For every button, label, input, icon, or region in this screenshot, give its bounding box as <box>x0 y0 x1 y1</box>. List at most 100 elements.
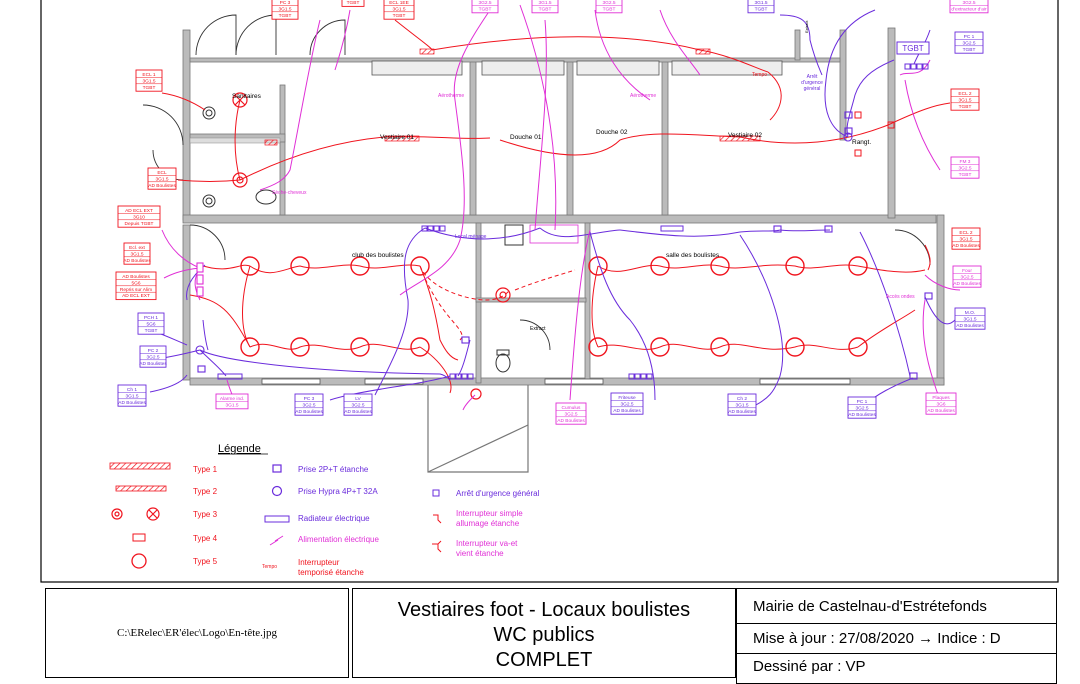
annexe <box>427 385 529 473</box>
circuit-tag-line: AD ECL EXT <box>125 208 153 214</box>
circuit-tag-line: 3G2.5 <box>146 354 159 360</box>
circuit-tag-line: 3G1.5 <box>155 176 168 182</box>
circuit-tag-line: 3G2.5 <box>958 165 971 171</box>
arret-urgence-2: d'urgence <box>801 80 823 86</box>
circuit-tag-line: 3G2.5 <box>962 40 975 46</box>
type5-light <box>710 256 730 276</box>
circuit-tag: M.O.3G1.5AD Boulistes <box>954 307 986 330</box>
tgbt-label: TGBT <box>902 44 923 53</box>
type5-light <box>650 256 670 276</box>
type1-light <box>384 135 420 142</box>
logo-path: C:\ERelec\ER'élec\Logo\En-tête.jpg <box>117 627 277 639</box>
circuit-tag-line: AD Boulistes <box>952 243 980 249</box>
circuit-tag-line: AD Boulistes <box>848 412 876 418</box>
type5-light <box>290 256 310 276</box>
type5-light <box>588 256 608 276</box>
circuit-tag-line: AD Boulistes <box>557 418 585 424</box>
socket-icon <box>844 127 853 135</box>
ad-panel-cell <box>196 286 204 297</box>
type5-light <box>588 337 608 357</box>
circuit-tag-line: 3G1.5 <box>225 402 238 408</box>
circuit-tag-line: ECL <box>157 170 167 176</box>
project-title: Vestiaires foot - Locaux boulistes WC pu… <box>352 588 736 678</box>
circuit-tag-line: FM 3 <box>960 159 971 165</box>
room-sanitaires: Sanitaires <box>232 93 262 100</box>
hypra-icon <box>195 345 205 355</box>
extract-label: Extract <box>530 326 546 332</box>
type5-lights <box>240 256 868 357</box>
circuit-tag-line: TGBT <box>755 6 768 12</box>
type5-light <box>785 256 805 276</box>
room-acces: Accès ondes <box>886 294 915 300</box>
legend-type4: Type 4 <box>193 534 218 543</box>
sheet-frame <box>40 0 1059 583</box>
circuit-tag-line: PC 3 <box>280 0 291 6</box>
legend-type5: Type 5 <box>193 557 218 566</box>
legend-item-switch-1: Interrupteur <box>298 558 340 567</box>
type5-light <box>650 337 670 357</box>
logo-placeholder: C:\ERelec\ER'élec\Logo\En-tête.jpg <box>45 588 349 678</box>
aerotherme-label-2: Aérotherme <box>630 93 656 99</box>
circuit-tag-line: 3G1.5 <box>959 236 972 242</box>
legend-type1-symbol <box>109 462 171 470</box>
circuit-tag-line: PC 1 <box>964 34 975 40</box>
circuit-tag-line: 5G6 <box>131 280 140 286</box>
circuit-tag-line: 5G6 <box>146 321 155 327</box>
circuit-tag-line: TGBT <box>347 0 360 6</box>
local-menage-box <box>529 224 579 244</box>
circuit-tag-line: Ch 1 <box>127 387 137 393</box>
tgbt-panel <box>896 41 930 55</box>
dashed-circuit <box>419 265 511 341</box>
legend-feed-symbol <box>269 535 284 546</box>
circuit-tag-line: 3G6 <box>936 401 945 407</box>
circuit-tag-line: ECL 2 <box>959 230 972 236</box>
legend-item-hypra: Prise Hypra 4P+T 32A <box>298 487 378 496</box>
sanitary-fixtures <box>202 106 524 373</box>
socket-group <box>904 63 929 70</box>
type1-light <box>695 48 711 55</box>
legend-switch-symbol <box>433 514 442 524</box>
circuit-tag-line: 3G1.5 <box>125 393 138 399</box>
legend-title: Légende <box>218 443 261 455</box>
legend-type2: Type 2 <box>193 487 218 496</box>
legend-emergency-symbol <box>432 489 440 497</box>
ad-panel-cell <box>196 262 204 273</box>
room-rangt: Rangt. <box>852 139 871 146</box>
arret-urgence-3: général <box>804 86 821 92</box>
circuit-tag-line: 3G2.5 <box>855 405 868 411</box>
radiator-icon <box>217 373 243 380</box>
type1-light <box>419 48 435 55</box>
circuit-tag-line: 3G1.5 <box>754 0 767 6</box>
building-walls <box>182 27 945 386</box>
supply-feeds <box>161 4 961 411</box>
legend-type3-symbol <box>111 507 160 521</box>
legend-item-feed: Alimentation électrique <box>298 535 379 544</box>
circuit-tag-line: TGBT <box>479 6 492 12</box>
legend-type4-symbol <box>132 533 146 542</box>
circuit-tag: Alarme ind.3G1.5 <box>215 393 249 410</box>
circuit-tag-line: Alarme ind. <box>220 396 244 402</box>
circuit-tag-line: 3G1.5 <box>735 402 748 408</box>
type5-light <box>290 337 310 357</box>
hypra-icon <box>843 132 853 142</box>
legend-radiator-symbol <box>264 515 290 523</box>
circuit-tag-line: 3G2.5 <box>478 0 491 6</box>
client-name: Mairie de Castelnau-d'Estrétefonds <box>736 588 1057 624</box>
circuit-tag-line: AD Boulistes <box>139 361 167 367</box>
circuit-tag-line: Ch 2 <box>737 396 747 402</box>
circuit-tag-line: PC 1 <box>857 399 868 405</box>
legend-item-twoway-2: vient étanche <box>456 549 504 558</box>
circuit-tag-line: 3G1.5 <box>392 6 405 12</box>
